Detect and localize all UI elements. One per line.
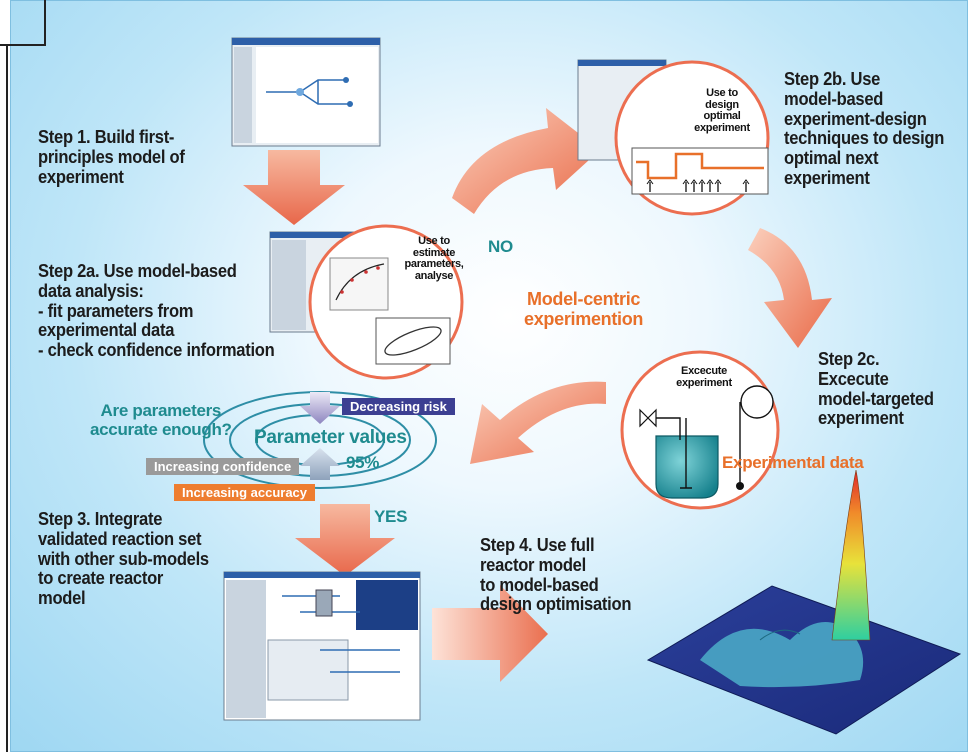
arrow-back-curve: [470, 381, 606, 464]
increasing-confidence-tag: Increasing confidence: [146, 458, 300, 475]
arrow-right-curve: [748, 228, 832, 348]
parameter-values-label: Parameter values: [254, 427, 407, 448]
corner-border: [0, 0, 46, 46]
arrow-no-curve: [452, 108, 600, 214]
step3-screenshot: [223, 571, 421, 721]
no-label: NO: [488, 237, 513, 256]
confidence-percent: 95%: [346, 453, 380, 472]
arrow-step1-down: [243, 150, 345, 225]
left-border: [6, 46, 8, 752]
down-indicator: [300, 392, 340, 424]
up-indicator: [300, 448, 340, 480]
decreasing-risk-tag: Decreasing risk: [342, 398, 455, 415]
arrow-yes-down: [295, 504, 395, 576]
ellipse-contour: [384, 326, 442, 356]
reactor-vessel-icon: [639, 385, 774, 499]
yes-label: YES: [374, 507, 408, 526]
experimental-data-label: Experimental data: [722, 453, 864, 472]
design-plot: [631, 147, 769, 195]
surface-plot: [646, 469, 962, 735]
confidence-contours: [203, 391, 437, 489]
estimate-plot: [329, 257, 451, 365]
arrow-to-plot: [432, 585, 548, 682]
step1-screenshot: [231, 37, 381, 147]
increasing-accuracy-tag: Increasing accuracy: [174, 484, 316, 501]
